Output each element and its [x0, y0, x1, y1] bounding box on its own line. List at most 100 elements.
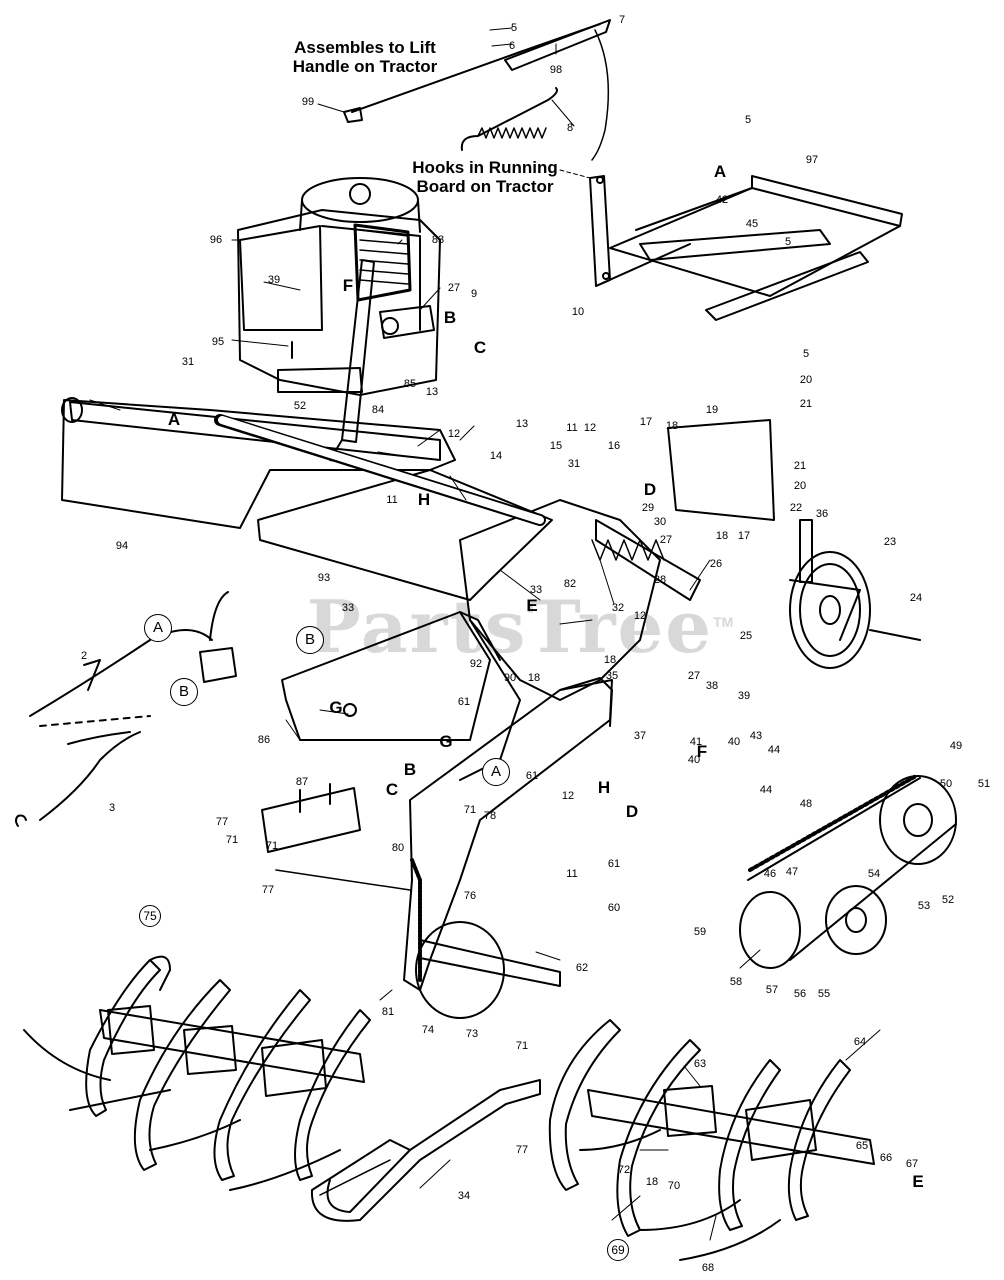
part-label: 66: [879, 1152, 893, 1164]
part-label: 68: [701, 1262, 715, 1274]
part-label: 95: [211, 336, 225, 348]
part-label: 98: [549, 64, 563, 76]
part-label: 52: [941, 894, 955, 906]
part-label: 43: [749, 730, 763, 742]
part-label: 81: [381, 1006, 395, 1018]
part-label: 18: [603, 654, 617, 666]
wiring: [15, 591, 237, 827]
part-label: 76: [463, 890, 477, 902]
part-label: 17: [639, 416, 653, 428]
part-label: 72: [617, 1164, 631, 1176]
part-label: 64: [853, 1036, 867, 1048]
part-label: 71: [225, 834, 239, 846]
part-label: 21: [799, 398, 813, 410]
circled-part-number: 69: [607, 1239, 629, 1261]
part-label: 49: [949, 740, 963, 752]
part-label: 44: [767, 744, 781, 756]
callout-letter: C: [473, 338, 487, 357]
part-label: 36: [815, 508, 829, 520]
part-label: 10: [571, 306, 585, 318]
part-label: 9: [470, 288, 478, 300]
mount-brackets: [261, 783, 411, 891]
part-label: 74: [421, 1024, 435, 1036]
callout-letter: G: [439, 732, 453, 751]
part-label: 27: [447, 282, 461, 294]
part-label: 61: [607, 858, 621, 870]
part-label: 37: [633, 730, 647, 742]
part-label: 11: [566, 868, 578, 880]
part-label: 45: [745, 218, 759, 230]
part-label: 42: [715, 194, 729, 206]
part-label: 12: [633, 610, 647, 622]
part-label: 61: [457, 696, 471, 708]
part-label: 61: [525, 770, 539, 782]
circled-part-number: 75: [139, 905, 161, 927]
part-label: 59: [693, 926, 707, 938]
part-label: 53: [917, 900, 931, 912]
part-label: 11: [566, 422, 578, 434]
part-label: 3: [108, 802, 116, 814]
part-label: 18: [665, 420, 679, 432]
tines-left: [23, 955, 371, 1191]
part-label: 84: [371, 404, 385, 416]
skid-bar: [310, 1079, 541, 1222]
part-label: 17: [737, 530, 751, 542]
part-label: 41: [689, 736, 703, 748]
part-label: 65: [855, 1140, 869, 1152]
drawbar: [214, 414, 546, 526]
callout-letter: D: [625, 802, 639, 821]
callout-letter: F: [696, 742, 708, 761]
part-label: 33: [341, 602, 355, 614]
part-label: 71: [463, 804, 477, 816]
part-label: 94: [115, 540, 129, 552]
note-hooks-running-board: Hooks in Running Board on Tractor: [392, 158, 578, 196]
part-label: 50: [939, 778, 953, 790]
gauge-wheel: [667, 419, 921, 669]
part-label: 27: [687, 670, 701, 682]
part-label: 26: [709, 558, 723, 570]
part-label: 86: [257, 734, 271, 746]
part-label: 82: [563, 578, 577, 590]
part-label: 15: [549, 440, 563, 452]
hitch-frame: [559, 169, 903, 321]
part-label: 35: [605, 670, 619, 682]
part-label: 5: [784, 236, 792, 248]
part-label: 28: [653, 574, 667, 586]
lift-rod: [343, 19, 611, 161]
part-label: 20: [799, 374, 813, 386]
callout-letter: B: [443, 308, 457, 327]
callout-letter: E: [526, 596, 538, 615]
part-label: 23: [883, 536, 897, 548]
part-label: 2: [80, 650, 88, 662]
part-label: 77: [515, 1144, 529, 1156]
belt-pulleys: [739, 774, 957, 969]
callout-letter: H: [597, 778, 611, 797]
part-label: 8: [566, 122, 574, 134]
part-label: 13: [515, 418, 529, 430]
part-label: 58: [729, 976, 743, 988]
part-label: 80: [391, 842, 405, 854]
part-label: 56: [793, 988, 807, 1000]
part-label: 96: [209, 234, 223, 246]
part-label: 85: [403, 378, 417, 390]
part-label: 21: [793, 460, 807, 472]
callout-letter: A: [713, 162, 727, 181]
part-label: 63: [693, 1058, 707, 1070]
part-label: 12: [447, 428, 461, 440]
part-label: 57: [765, 984, 779, 996]
callout-letter: F: [342, 276, 354, 295]
part-label: 22: [789, 502, 803, 514]
part-label: 18: [527, 672, 541, 684]
part-label: 44: [759, 784, 773, 796]
cover-panel: [281, 611, 501, 741]
part-label: 5: [802, 348, 810, 360]
part-label: 13: [425, 386, 439, 398]
callout-letter: C: [385, 780, 399, 799]
part-label: 24: [909, 592, 923, 604]
callout-letter: E: [912, 1172, 924, 1191]
rear-shield: [61, 397, 553, 601]
callout-letter: B: [403, 760, 417, 779]
part-label: 18: [645, 1176, 659, 1188]
part-label: 99: [301, 96, 315, 108]
